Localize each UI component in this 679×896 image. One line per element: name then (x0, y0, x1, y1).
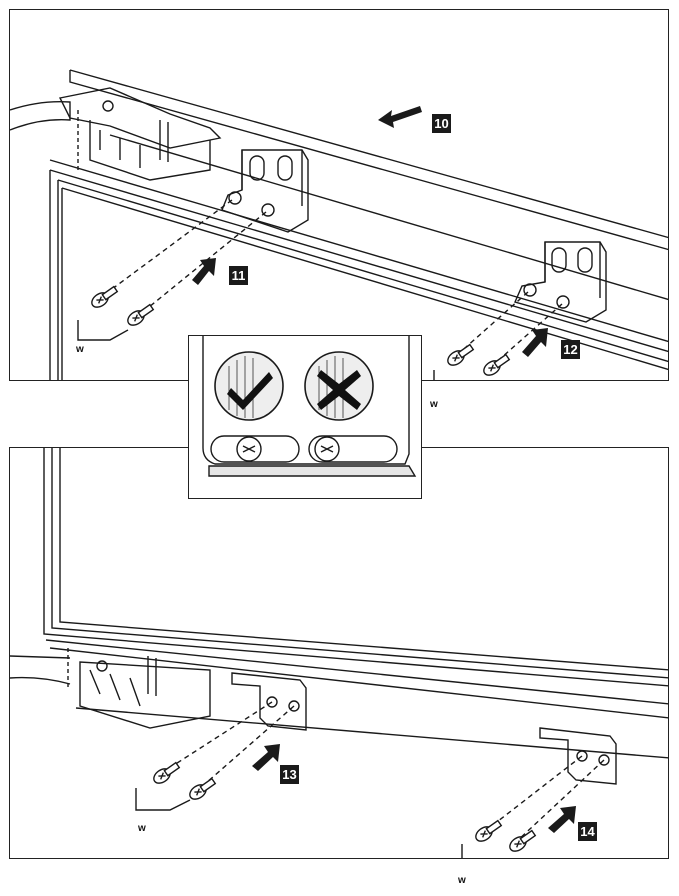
inset-incorrect-hatch (318, 356, 344, 418)
step-12-badge: 12 (561, 340, 580, 359)
door-glass-outline (51, 448, 668, 679)
screw-guide-bottom-left (159, 701, 295, 791)
bracket-right-slot-2 (577, 247, 593, 273)
step-14-badge: 14 (578, 822, 597, 841)
cabinet-front-upper (69, 70, 668, 251)
bracket-left (221, 149, 309, 233)
bracket-left-hole-2 (261, 203, 275, 217)
arrow-10-icon (378, 106, 422, 128)
top-drawing (10, 69, 668, 380)
checkmark-icon (227, 372, 273, 410)
bracket-bottom-right-hole-1 (576, 750, 588, 762)
screw-label-w-1: w (76, 344, 84, 355)
cross-icon (317, 370, 361, 410)
screw-label-w-4: w (458, 875, 466, 886)
inset-slot-right (308, 435, 398, 463)
bracket-right-slot-1 (551, 247, 567, 273)
screw-icon (509, 829, 537, 852)
screw-guide-left (99, 199, 267, 317)
screw-icon (475, 819, 503, 842)
screw-icon (127, 303, 155, 326)
bracket-bottom-left (231, 672, 307, 731)
hinge-lower-pin (147, 656, 157, 696)
hinge-left-arm (10, 655, 71, 659)
hinge-block (89, 120, 211, 181)
bracket-right (514, 241, 607, 323)
cabinet-front-line-1 (109, 134, 668, 301)
door-glass-inner (59, 448, 668, 671)
hinge-lower-spring (89, 669, 141, 707)
cabinet-base-line (75, 707, 668, 759)
inset-bracket-edge (208, 465, 417, 477)
screw-icon (153, 761, 181, 784)
bottom-illustration-panel (9, 447, 669, 859)
hinge-hole (102, 100, 114, 112)
bottom-drawing (10, 448, 668, 858)
screw-icon (189, 777, 217, 800)
hinge-lower-hole (96, 660, 108, 672)
step-13-badge: 13 (280, 765, 299, 784)
cabinet-front-line-2 (49, 159, 668, 343)
bracket-bottom-right-hole-2 (598, 754, 610, 766)
bracket-bottom-left-hole-1 (266, 696, 278, 708)
screw-guide-right (455, 291, 563, 367)
inset-slot-left (210, 435, 300, 463)
bracket-left-hole-1 (228, 191, 242, 205)
inset-screw-position-detail (188, 335, 422, 499)
bracket-bottom-right (539, 727, 617, 785)
step-11-badge: 11 (229, 266, 248, 285)
screw-icon (91, 285, 119, 308)
bracket-right-hole-2 (556, 295, 570, 309)
hinge-left-arm-2 (10, 676, 71, 685)
inset-bracket-face (202, 336, 410, 465)
screw-label-w-2: w (430, 399, 438, 410)
cabinet-edge-1 (45, 639, 668, 705)
arrow-12-icon (522, 328, 548, 357)
screw-icon (447, 343, 475, 366)
bracket-left-slot-1 (249, 155, 265, 181)
screw-label-w-3: w (138, 823, 146, 834)
screw-guide-bottom-right (483, 755, 605, 843)
top-illustration-panel (9, 9, 669, 381)
bracket-left-fold (241, 150, 303, 206)
hinge-lower-block (79, 661, 211, 729)
cabinet-front-line-3 (49, 169, 668, 353)
bracket-right-fold (544, 242, 601, 298)
screw-label-bracket-bottom-left (135, 788, 191, 811)
bracket-left-slot-2 (277, 155, 293, 181)
arrow-14-icon (548, 806, 576, 833)
hinge-pin (159, 120, 169, 162)
inset-correct-hatch (228, 356, 254, 418)
bracket-right-hole-1 (523, 283, 537, 297)
step-10-badge: 10 (432, 114, 451, 133)
door-frame-outer (43, 448, 668, 687)
arrow-13-icon (252, 744, 280, 771)
cabinet-edge-2 (49, 647, 668, 719)
door-frame-top-inner (57, 179, 668, 363)
cabinet-top-edge (69, 69, 668, 239)
screw-icon (483, 353, 511, 376)
door-glass-top (61, 187, 668, 371)
inset-drawing (202, 336, 417, 477)
inset-correct-lens (214, 351, 284, 421)
arrow-11-icon (192, 258, 216, 285)
hinge-plate (58, 87, 222, 149)
hinge-spring (99, 130, 141, 168)
screw-label-bracket-left (77, 320, 129, 341)
hinge-arm (10, 100, 71, 131)
bracket-bottom-left-hole-2 (288, 700, 300, 712)
